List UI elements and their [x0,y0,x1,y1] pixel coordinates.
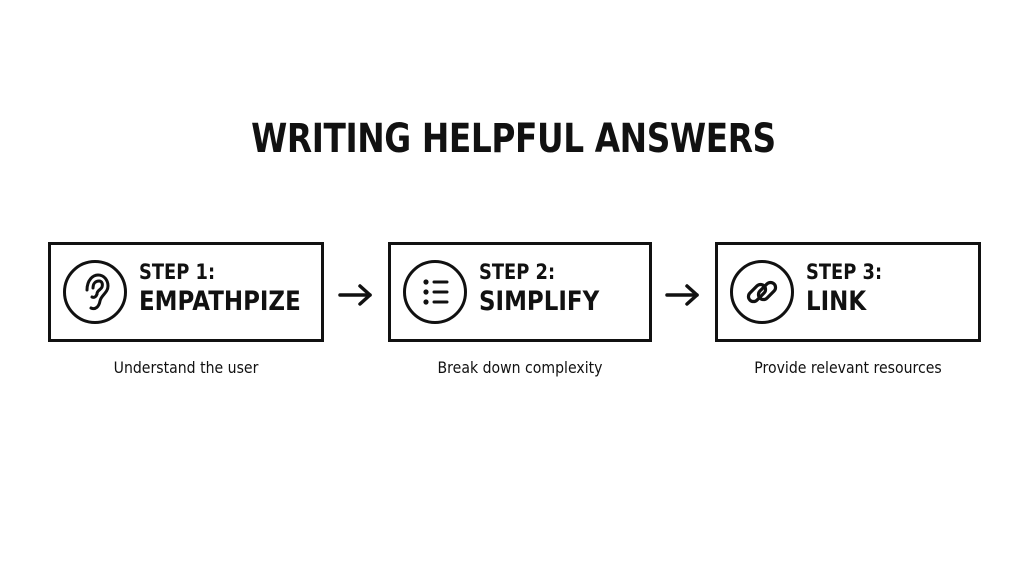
step-1-name: EMPATHPIZE [139,286,301,317]
step-1-caption: Understand the user [113,358,259,377]
list-icon [403,260,467,324]
step-1-box: STEP 1: EMPATHPIZE [48,242,324,342]
step-1-label: STEP 1: [139,260,216,284]
step-3-caption: Provide relevant resources [754,358,942,377]
step-3-name: LINK [806,286,867,317]
step-2-name: SIMPLIFY [479,286,600,317]
link-icon [730,260,794,324]
step-2-caption: Break down complexity [437,358,603,377]
right-arrow-icon [665,284,699,306]
diagram-title: WRITING HELPFUL ANSWERS [251,116,776,162]
ear-icon [63,260,127,324]
step-3-label: STEP 3: [806,260,883,284]
step-2-label: STEP 2: [479,260,556,284]
step-3-box: STEP 3: LINK [715,242,981,342]
step-2-box: STEP 2: SIMPLIFY [388,242,652,342]
right-arrow-icon [338,284,372,306]
